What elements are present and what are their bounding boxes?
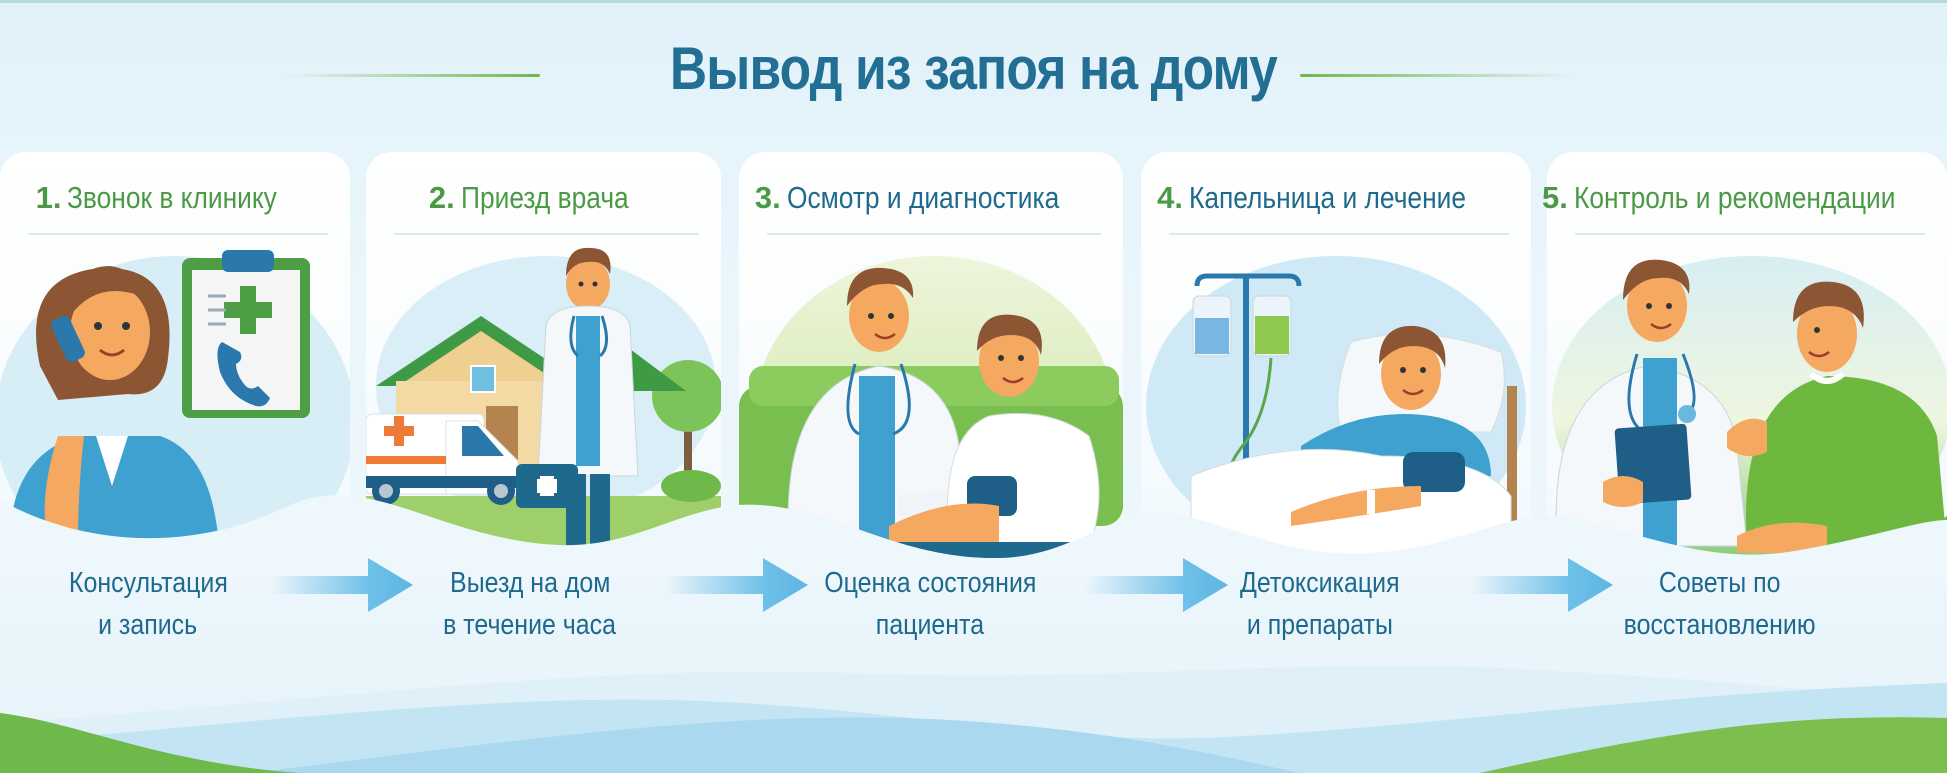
divider — [1169, 233, 1509, 235]
caption-line-2: восстановлению — [1624, 609, 1816, 641]
decorative-hills — [0, 665, 1947, 773]
step-card-1: 1. Звонок в клинику — [0, 152, 350, 576]
caption-line-2: пациента — [875, 609, 985, 641]
caption-line-2: и запись — [98, 609, 198, 641]
top-border-strip — [0, 0, 1947, 3]
step-title: Осмотр и диагностика — [786, 180, 1060, 215]
divider — [28, 233, 328, 235]
step-title: Контроль и рекомендации — [1573, 180, 1896, 215]
arrow-right-icon — [270, 558, 413, 612]
step-number: 5. — [1541, 180, 1568, 215]
step-number: 3. — [754, 180, 781, 215]
header: Вывод из запоя на дому — [0, 30, 1947, 110]
step-heading: 2. Приезд врача — [366, 180, 721, 226]
doctor-measuring-blood-pressure-illustration — [739, 246, 1123, 576]
step-caption-2: Выезд на дом в течение часа — [400, 562, 660, 646]
step-caption-3: Оценка состояния пациента — [800, 562, 1060, 646]
arrow-right-icon — [665, 558, 808, 612]
title-decor-line-right — [1300, 74, 1575, 77]
caption-line-1: Детоксикация — [1240, 567, 1400, 599]
step-number: 1. — [35, 180, 62, 215]
title-decor-line-left — [285, 74, 540, 77]
step-heading: 3. Осмотр и диагностика — [739, 180, 1123, 226]
step-heading: 4. Капельница и лечение — [1141, 180, 1531, 226]
arrow-right-icon — [1470, 558, 1613, 612]
step-card-3: 3. Осмотр и диагностика — [739, 152, 1123, 576]
caption-line-1: Выезд на дом — [449, 567, 611, 599]
divider — [394, 233, 699, 235]
step-number: 2. — [428, 180, 455, 215]
step-card-5: 5. Контроль и рекомендации — [1542, 152, 1947, 576]
caption-line-1: Консультация — [68, 567, 228, 599]
woman-calling-clipboard-illustration — [0, 246, 350, 576]
step-caption-5: Советы по восстановлению — [1590, 562, 1850, 646]
arrow-right-icon — [1085, 558, 1228, 612]
step-title: Капельница и лечение — [1188, 180, 1466, 215]
step-caption-4: Детоксикация и препараты — [1190, 562, 1450, 646]
page-title: Вывод из запоя на дому — [669, 35, 1278, 102]
step-number: 4. — [1157, 180, 1183, 215]
caption-line-2: в течение часа — [443, 609, 617, 641]
wave-divider — [0, 495, 1947, 580]
caption-line-2: и препараты — [1246, 609, 1394, 641]
doctor-talking-patient-illustration — [1547, 246, 1947, 576]
step-title: Приезд врача — [460, 180, 629, 215]
step-caption-1: Консультация и запись — [18, 562, 278, 646]
caption-line-1: Советы по — [1659, 567, 1781, 599]
step-title: Звонок в клинику — [67, 180, 278, 215]
step-card-4: 4. Капельница и лечение — [1141, 152, 1531, 576]
divider — [767, 233, 1101, 235]
step-heading: 1. Звонок в клинику — [0, 180, 350, 226]
step-heading: 5. Контроль и рекомендации — [1542, 180, 1947, 226]
divider — [1575, 233, 1925, 235]
caption-line-1: Оценка состояния — [823, 567, 1037, 599]
